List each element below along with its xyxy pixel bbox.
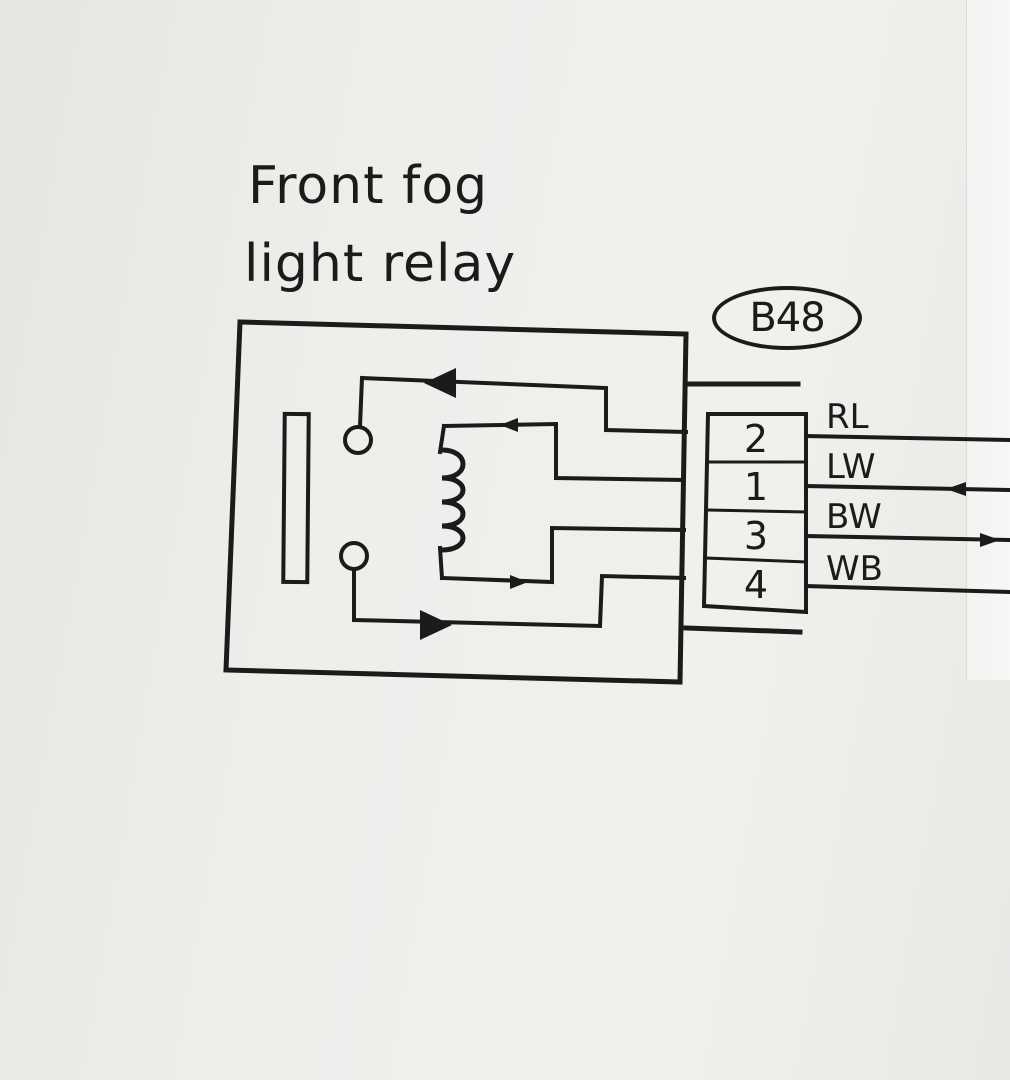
wire-pin-2 xyxy=(803,433,1010,443)
coil-arrow-bottom xyxy=(510,575,528,589)
wire-code-1: RL xyxy=(826,397,869,437)
connector-guide-bottom xyxy=(683,625,803,635)
pin-number-1-slot: 2 xyxy=(744,417,768,461)
connector-code-badge: B48 xyxy=(712,286,862,350)
page-edge xyxy=(966,0,1010,680)
wire-code-4: WB xyxy=(826,549,883,589)
relay-housing xyxy=(223,319,689,685)
relay-title-line-2: light relay xyxy=(244,234,517,294)
connector-divider-3 xyxy=(704,556,808,564)
connector-divider-2 xyxy=(706,508,808,514)
switch-contact-bottom xyxy=(339,541,369,571)
pin-number-4-slot: 4 xyxy=(744,563,768,607)
wire-code-2: LW xyxy=(826,447,875,487)
wire-pin-3 xyxy=(803,533,1010,543)
switch-contact-top xyxy=(343,425,373,455)
coil-arrow-top xyxy=(500,418,518,432)
flow-arrow-top xyxy=(424,368,456,398)
flow-arrow-bottom xyxy=(420,610,452,640)
wire-pin-1 xyxy=(803,483,1010,493)
contact-bar xyxy=(281,411,311,585)
switch-line-top xyxy=(357,375,689,435)
wire-arrow-3 xyxy=(980,533,1000,547)
pin-number-2-slot: 1 xyxy=(744,465,768,509)
wire-code-3: BW xyxy=(826,497,882,537)
wire-pin-4 xyxy=(803,583,1010,595)
pin-number-3-slot: 3 xyxy=(744,514,768,558)
relay-title-line-1: Front fog xyxy=(248,156,489,216)
switch-line-bottom xyxy=(352,568,687,629)
coil-line-bottom xyxy=(439,525,687,585)
wire-arrow-1 xyxy=(946,482,966,496)
coil-winding xyxy=(439,447,466,553)
connector-housing xyxy=(701,412,808,615)
connector-code-label: B48 xyxy=(749,295,825,341)
